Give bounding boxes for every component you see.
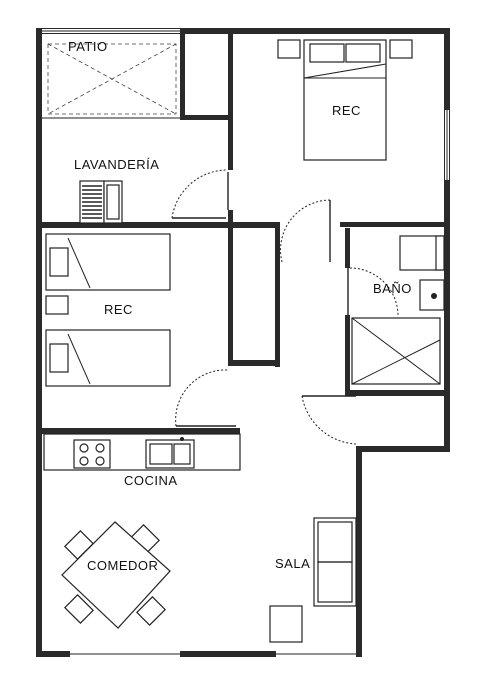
laundry-label: LAVANDERÍA <box>74 157 160 172</box>
bathroom-label: BAÑO <box>373 281 412 296</box>
kitchen-counter <box>43 433 241 471</box>
dining-room-label: COMEDOR <box>87 558 159 573</box>
dining-table <box>61 521 171 629</box>
windows <box>42 29 449 657</box>
patio-label: PATIO <box>68 39 108 54</box>
bathroom-fixtures <box>351 235 445 385</box>
doors <box>171 169 399 445</box>
patio-area <box>42 43 180 119</box>
interior-walls <box>42 28 450 434</box>
living-room-furniture <box>269 517 357 643</box>
kitchen-label: COCINA <box>124 473 178 488</box>
second-bedroom-beds <box>45 233 171 387</box>
second-bedroom-label: REC <box>104 302 133 317</box>
laundry-appliances <box>79 180 123 224</box>
outer-walls <box>36 28 450 657</box>
master-bedroom-label: REC <box>332 103 361 118</box>
living-room-label: SALA <box>275 556 311 571</box>
master-bed <box>277 39 413 161</box>
